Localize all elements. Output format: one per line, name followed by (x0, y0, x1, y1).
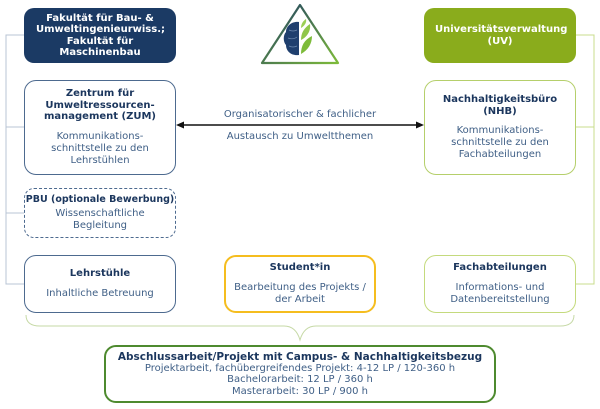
brain-leaf-triangle-icon (260, 3, 340, 65)
chairs-box: Lehrstühle Inhaltliche Betreuung (24, 255, 176, 313)
chairs-description: Inhaltliche Betreuung (46, 287, 154, 299)
exchange-arrow (176, 121, 424, 129)
right-hierarchy-connector (576, 34, 595, 285)
faculty-box: Fakultät für Bau- & Umweltingenieurwiss.… (24, 8, 176, 63)
administration-title: Universitätsverwaltung (UV) (435, 24, 568, 47)
exchange-label-line1: Organisatorischer & fachlicher (223, 109, 377, 120)
university-administration-box: Universitätsverwaltung (UV) (424, 8, 576, 63)
zum-description: Kommunikations-schnittstelle zu den Lehr… (51, 130, 149, 166)
departments-box: Fachabteilungen Informations- und Datenb… (424, 255, 576, 313)
exchange-label-line2: Austausch zu Umweltthemen (226, 131, 374, 142)
curly-brace (25, 314, 575, 342)
departments-title: Fachabteilungen (453, 262, 547, 274)
pbu-description: Wissenschaftliche Begleitung (55, 208, 145, 232)
pbu-title: PBU (optionale Bewerbung) (25, 193, 175, 205)
nhb-description: Kommunikations-schnittstelle zu den Fach… (451, 125, 549, 160)
departments-description: Informations- und Datenbereitstellung (450, 281, 550, 305)
student-description: Bearbeitung des Projekts / der Arbeit (234, 281, 366, 305)
student-title: Student*in (269, 262, 331, 274)
chairs-title: Lehrstühle (69, 268, 131, 280)
zum-box: Zentrum für Umweltressourcen-management … (24, 80, 176, 175)
faculty-title: Fakultät für Bau- & Umweltingenieurwiss.… (36, 12, 166, 59)
pbu-box: PBU (optionale Bewerbung) Wissenschaftli… (24, 188, 176, 238)
thesis-project-box: Abschlussarbeit/Projekt mit Campus- & Na… (104, 345, 496, 403)
student-box: Student*in Bearbeitung des Projekts / de… (224, 255, 376, 313)
left-hierarchy-connector (5, 34, 24, 285)
thesis-line-bachelor: Bachelorarbeit: 12 LP / 360 h (227, 374, 373, 386)
thesis-line-master: Masterarbeit: 30 LP / 900 h (232, 385, 368, 397)
zum-title: Zentrum für Umweltressourcen-management … (43, 88, 157, 123)
nhb-title: Nachhaltigkeitsbüro (NHB) (442, 94, 558, 117)
nhb-box: Nachhaltigkeitsbüro (NHB) Kommunikations… (424, 80, 576, 175)
thesis-title: Abschlussarbeit/Projekt mit Campus- & Na… (117, 350, 483, 363)
thesis-line-project: Projektarbeit, fachübergreifendes Projek… (144, 362, 456, 374)
